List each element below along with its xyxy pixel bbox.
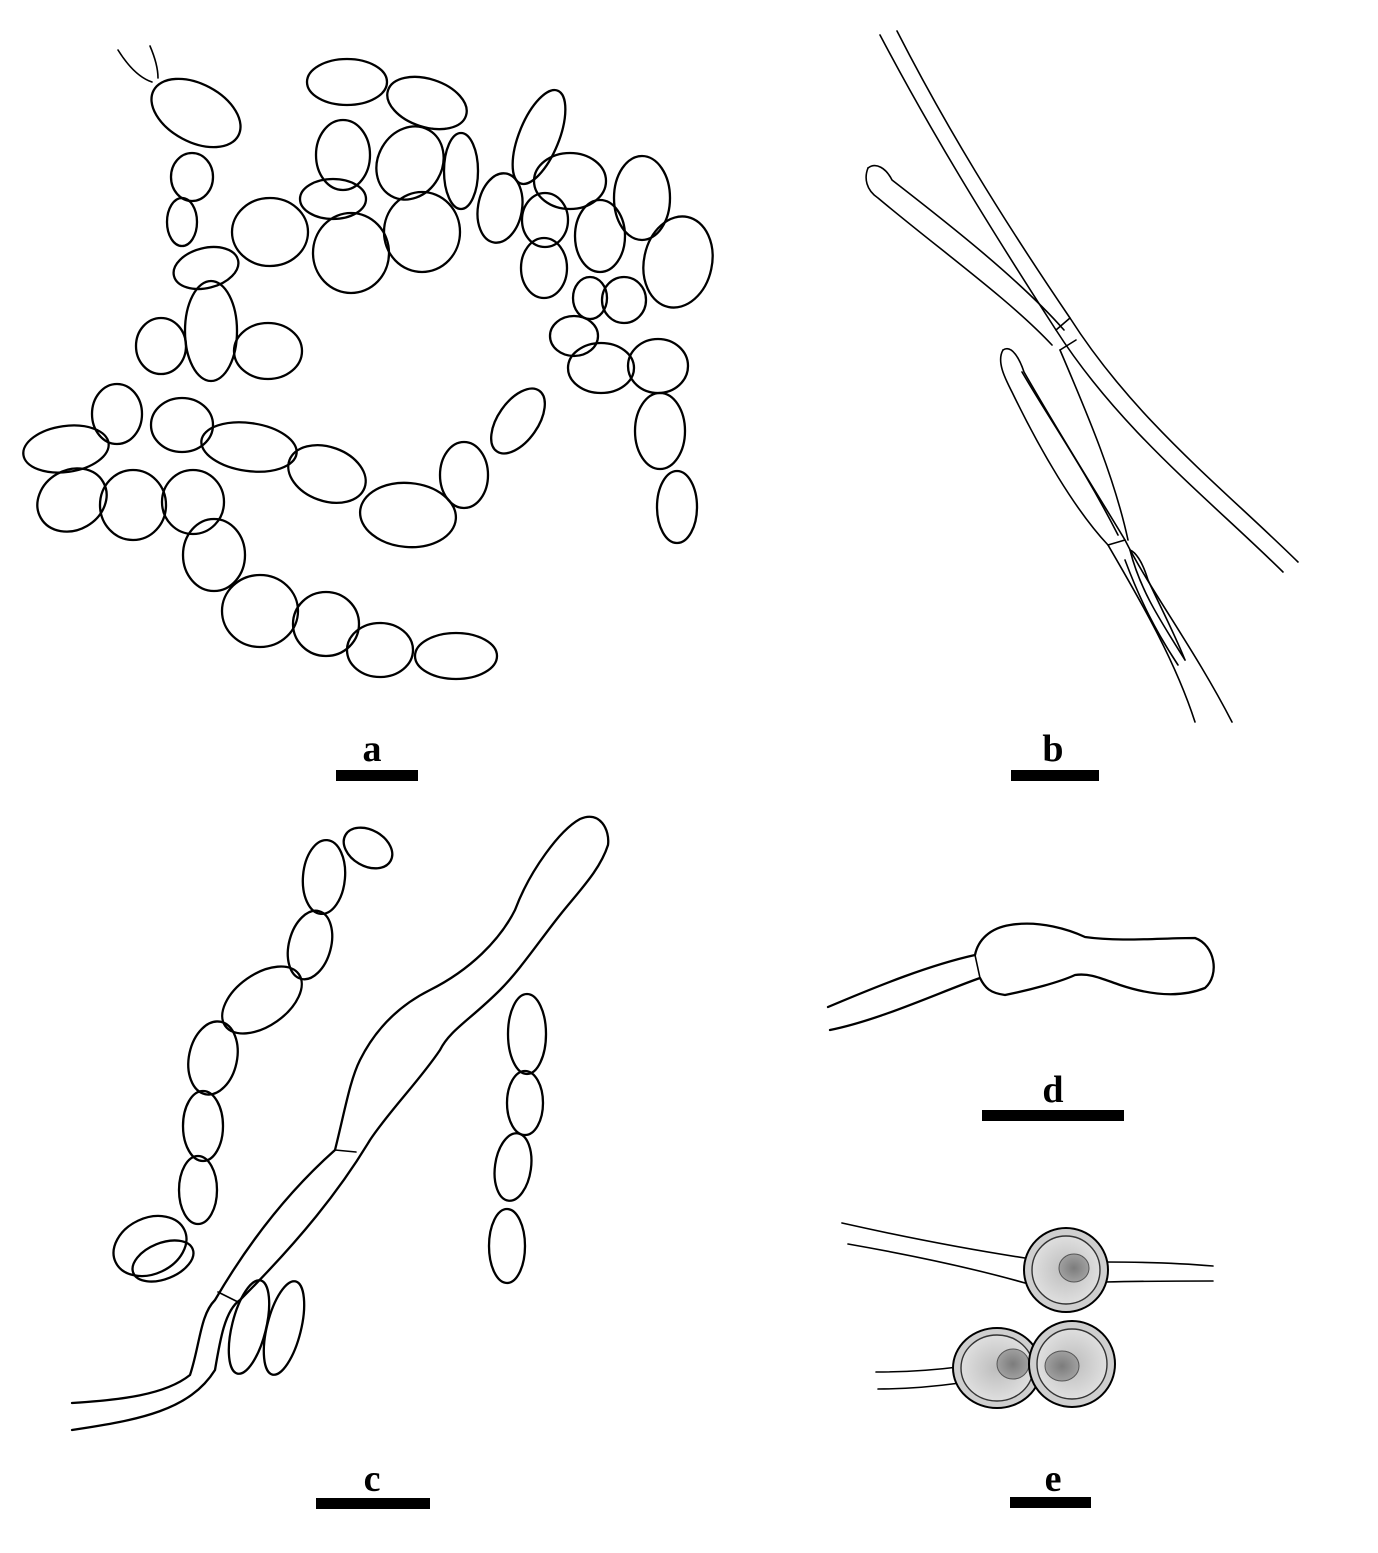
panel-b-drawing xyxy=(865,30,1299,723)
panel-label-c: c xyxy=(363,1458,381,1500)
panel-label-b: b xyxy=(1042,728,1064,770)
panel-a-drawing xyxy=(22,45,714,681)
panel-label-a: a xyxy=(362,728,382,770)
panel-c-drawing xyxy=(70,815,610,1432)
panel-label-d: d xyxy=(1042,1069,1064,1111)
scale-bar-b xyxy=(1011,770,1099,781)
scale-bar-c xyxy=(316,1498,430,1509)
panel-label-e: e xyxy=(1044,1458,1062,1500)
scale-bar-a xyxy=(336,770,418,781)
panel-d-drawing xyxy=(826,922,1215,1032)
panel-e-drawing xyxy=(841,1222,1214,1409)
scale-bar-d xyxy=(982,1110,1124,1121)
scale-bar-e xyxy=(1010,1497,1091,1508)
